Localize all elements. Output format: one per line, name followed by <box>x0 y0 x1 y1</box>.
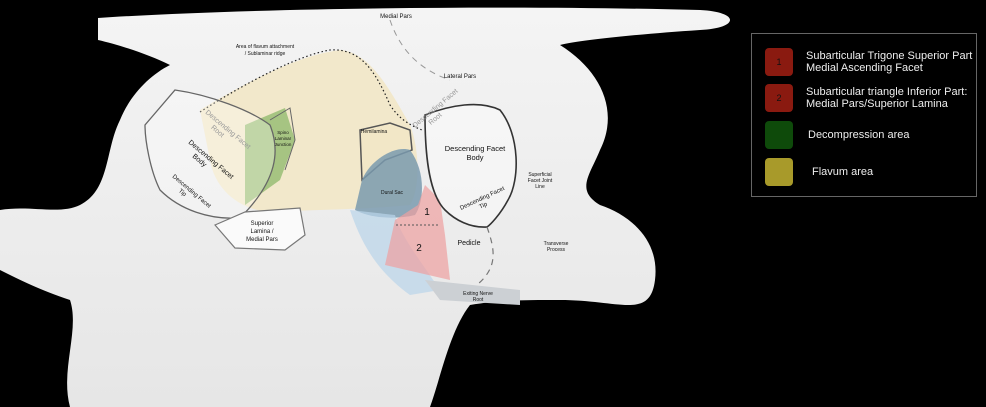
label-medial-pars: Medial Pars <box>380 14 412 20</box>
legend-swatch: 2 <box>765 84 793 112</box>
legend-text: Subarticular triangle Inferior Part: <box>806 86 968 98</box>
label-flavum-attachment: Area of flavum attachment/ Sublaminar ri… <box>236 44 295 57</box>
legend-swatch: 1 <box>765 48 793 76</box>
legend-item-decompression: Decompression area <box>765 121 910 149</box>
dural-sac <box>355 149 422 218</box>
legend-text: Medial Pars/Superior Lamina <box>806 98 948 110</box>
exiting-nerve-root <box>425 280 520 305</box>
flavum-attachment-line <box>199 49 423 131</box>
legend-text: Flavum area <box>812 166 874 178</box>
label-zone-2: 2 <box>416 243 422 254</box>
label-zone-1: 1 <box>424 207 430 218</box>
legend-text: Subarticular Trigone Superior Part <box>806 50 973 62</box>
left-wing-shadow <box>0 40 98 80</box>
legend-text: Decompression area <box>808 129 910 141</box>
label-dural-sac: Dural Sac <box>381 190 403 196</box>
zone-1-2 <box>385 185 450 280</box>
right-facet-outline <box>424 103 517 228</box>
legend-text: Medial Ascending Facet <box>806 62 923 74</box>
decompression-area <box>245 108 295 205</box>
legend-swatch <box>765 121 793 149</box>
label-lateral-pars: Lateral Pars <box>444 74 476 80</box>
label-pedicle: Pedicle <box>458 240 481 247</box>
legend-swatch <box>765 158 793 186</box>
legend-item-zone-2: 2 Subarticular triangle Inferior Part:Me… <box>765 84 967 112</box>
label-hemilamina: Hemilamina <box>361 129 388 135</box>
legend-item-flavum: Flavum area <box>765 158 873 186</box>
medial-pars-dashed <box>389 19 451 81</box>
spino-laminar-outline <box>269 107 296 171</box>
superior-lamina-outline <box>214 207 306 251</box>
